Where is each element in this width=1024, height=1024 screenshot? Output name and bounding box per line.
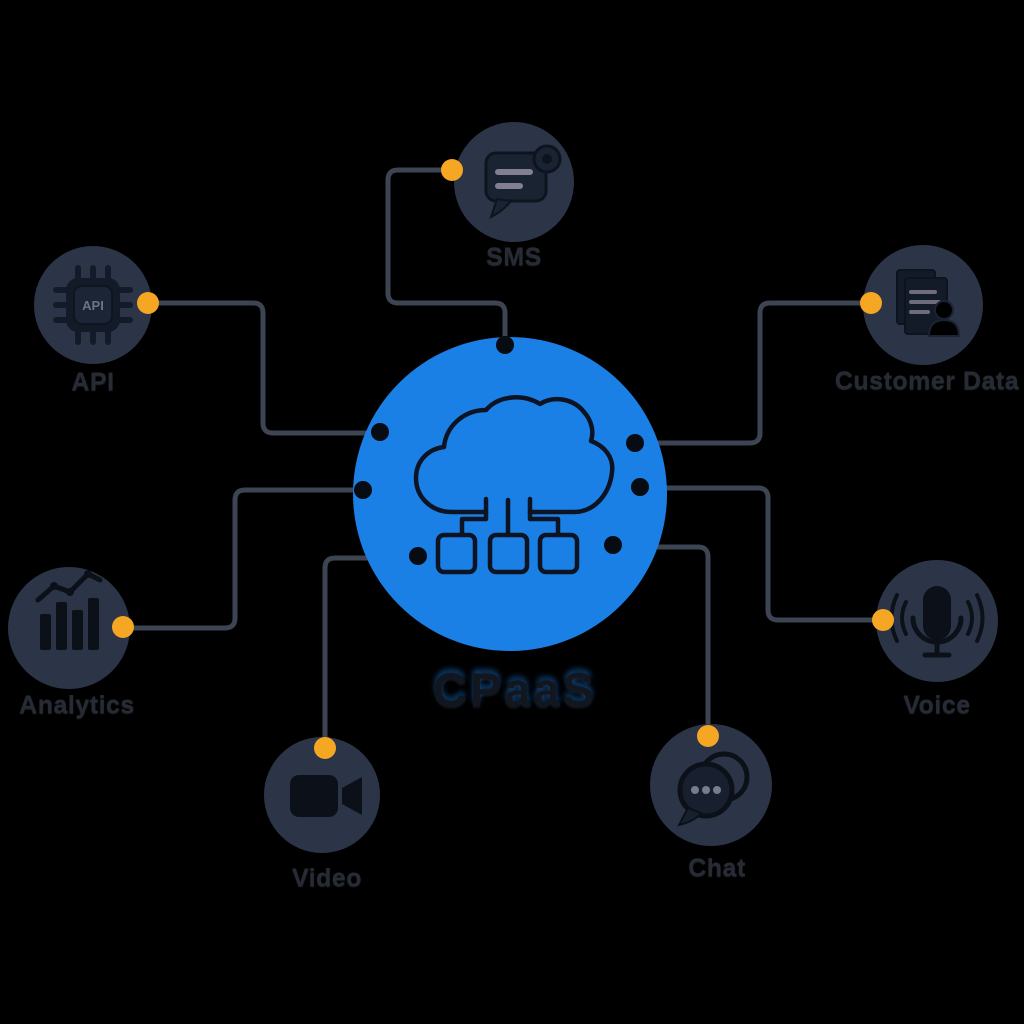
anchor-dot-voice	[872, 609, 894, 631]
node-analytics	[8, 567, 134, 689]
sms-message-bubble-icon	[484, 144, 562, 219]
api-chip-text: API	[82, 298, 104, 313]
node-label-customer-data: Customer Data	[834, 367, 1020, 395]
connector-customer-data	[632, 300, 874, 446]
hub-dot-sms	[496, 336, 514, 354]
hub-label: CPaaS	[433, 663, 597, 716]
anchor-dot-analytics	[112, 616, 134, 638]
connector-voice	[637, 485, 886, 623]
hub-node	[353, 336, 667, 651]
anchor-dot-chat	[697, 725, 719, 747]
anchor-dot-sms	[441, 159, 463, 181]
connector-chat	[610, 544, 711, 739]
node-label-chat: Chat	[688, 854, 746, 882]
node-sms	[441, 122, 574, 242]
chat-bubbles-ellipsis-icon	[677, 751, 750, 827]
video-camera-icon	[290, 775, 362, 817]
hub-dot-chat	[604, 536, 622, 554]
customer-document-person-icon	[896, 269, 961, 337]
hub-dot-analytics	[354, 481, 372, 499]
hub-circle	[353, 337, 667, 651]
hub-dot-video	[409, 547, 427, 565]
anchor-dot-customer-data	[860, 292, 882, 314]
cloud-network-icon	[413, 395, 615, 575]
node-video	[264, 737, 380, 853]
node-voice	[872, 560, 998, 682]
connector-sms	[385, 167, 508, 348]
node-label-video: Video	[291, 864, 363, 892]
node-label-api: API	[71, 368, 115, 396]
node-label-voice: Voice	[903, 691, 971, 719]
node-customer-data	[860, 245, 983, 365]
api-chip-icon: API	[53, 265, 133, 345]
bar-chart-trend-icon	[35, 570, 103, 650]
hub-dot-voice	[631, 478, 649, 496]
microphone-waves-icon	[889, 586, 985, 658]
hub-dot-customer-data	[626, 434, 644, 452]
node-label-sms: SMS	[486, 243, 542, 271]
node-label-analytics: Analytics	[19, 691, 135, 719]
node-chat	[650, 724, 772, 846]
analytics-circle	[8, 567, 130, 689]
anchor-dot-api	[137, 292, 159, 314]
hub-dot-api	[371, 423, 389, 441]
connector-video	[322, 555, 421, 751]
connector-api	[145, 300, 383, 436]
connector-analytics	[120, 487, 366, 631]
anchor-dot-video	[314, 737, 336, 759]
node-api: API	[34, 246, 159, 364]
